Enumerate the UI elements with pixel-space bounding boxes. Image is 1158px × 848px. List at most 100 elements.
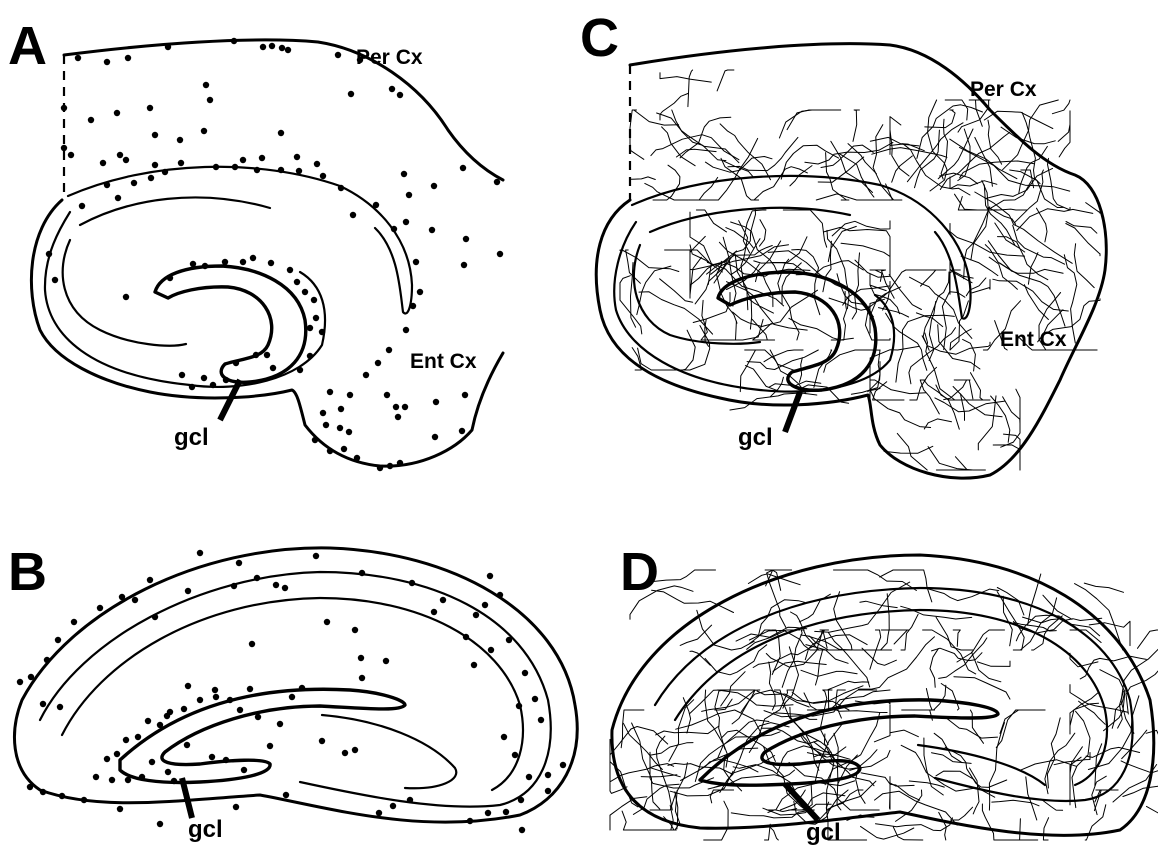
labeled-fiber [1074,244,1094,288]
labeled-cell-dot [461,262,467,268]
labeled-cell-dot [269,43,275,49]
labeled-cell-dot [410,303,416,309]
labeled-fiber [988,120,1002,164]
labeled-fiber [921,270,947,286]
labeled-fiber [890,130,909,176]
labeled-cell-dot [190,261,196,267]
labeled-cell-dot [184,742,190,748]
labeled-cell-dot [264,352,270,358]
labeled-fiber [717,70,734,91]
labeled-cell-dot [327,389,333,395]
labeled-fiber [779,110,840,138]
labeled-fiber [777,746,831,773]
labeled-cell-dot [347,392,353,398]
labeled-fiber [960,147,1070,191]
labeled-cell-dot [506,637,512,643]
labeled-fiber [984,185,1015,245]
labeled-cell-dot [268,260,274,266]
labeled-fiber [859,637,935,689]
labeled-fiber [870,270,882,281]
labeled-cell-dot [171,778,177,784]
labeled-fiber [1123,784,1158,797]
labeled-fiber [890,716,918,737]
panel-c-gcl-pointer [785,392,800,432]
panel-c-outer-outline [596,44,1106,478]
labeled-fiber [645,183,715,200]
labeled-cell-dot [397,92,403,98]
labeled-cell-dot [232,164,238,170]
labeled-cell-dot [313,315,319,321]
labeled-fiber [1138,630,1158,648]
labeled-fiber [749,690,793,753]
labeled-cell-dot [233,360,239,366]
labeled-cell-dot [145,718,151,724]
labeled-cell-dot [81,797,87,803]
panel-d-layer-1 [655,588,1133,801]
labeled-fiber [954,380,973,399]
labeled-cell-dot [391,226,397,232]
panel-d-labeled-fibers [610,570,1158,840]
labeled-fiber [1013,819,1037,840]
panel-a-labeled-cells [46,38,503,471]
labeled-cell-dot [516,703,522,709]
labeled-cell-dot [79,203,85,209]
labeled-fiber [996,710,1026,748]
labeled-cell-dot [249,641,255,647]
labeled-cell-dot [320,173,326,179]
labeled-fiber [950,139,1017,179]
labeled-fiber [954,677,1010,699]
labeled-cell-dot [462,392,468,398]
panel-c-labeled-fibers [620,70,1100,470]
labeled-cell-dot [46,251,52,257]
labeled-cell-dot [348,91,354,97]
labeled-fiber [1017,209,1093,231]
labeled-fiber [1015,170,1043,222]
labeled-fiber [727,282,808,330]
labeled-cell-dot [260,44,266,50]
labeled-cell-dot [231,38,237,44]
labeled-cell-dot [125,55,131,61]
labeled-cell-dot [52,277,58,283]
labeled-fiber [631,177,656,180]
labeled-cell-dot [162,169,168,175]
labeled-cell-dot [324,619,330,625]
labeled-cell-dot [57,704,63,710]
labeled-cell-dot [463,236,469,242]
labeled-fiber [676,710,762,733]
labeled-fiber [1146,730,1158,756]
labeled-fiber [660,279,693,302]
labeled-fiber [704,801,728,840]
labeled-cell-dot [104,182,110,188]
labeled-cell-dot [202,263,208,269]
labeled-cell-dot [240,157,246,163]
labeled-cell-dot [338,406,344,412]
labeled-cell-dot [223,377,229,383]
labeled-cell-dot [212,687,218,693]
labeled-cell-dot [131,180,137,186]
labeled-cell-dot [279,45,285,51]
labeled-cell-dot [294,154,300,160]
labeled-fiber [841,243,890,256]
labeled-fiber [950,177,997,188]
labeled-cell-dot [178,160,184,166]
labeled-fiber [907,123,963,182]
labeled-fiber [693,293,730,323]
labeled-fiber [834,592,852,650]
labeled-cell-dot [213,164,219,170]
labeled-cell-dot [297,367,303,373]
panel-b-granule-cell-layer [120,689,405,782]
labeled-cell-dot [247,686,253,692]
labeled-fiber [881,594,890,650]
labeled-cell-dot [311,297,317,303]
labeled-fiber [953,630,960,646]
labeled-cell-dot [152,162,158,168]
labeled-fiber [890,144,919,154]
labeled-fiber [690,245,722,272]
labeled-cell-dot [440,597,446,603]
labeled-fiber [989,257,1017,289]
labeled-cell-dot [114,751,120,757]
labeled-fiber [620,276,630,296]
labeled-fiber [945,747,1007,787]
labeled-fiber [764,350,803,362]
labeled-fiber [741,690,755,712]
